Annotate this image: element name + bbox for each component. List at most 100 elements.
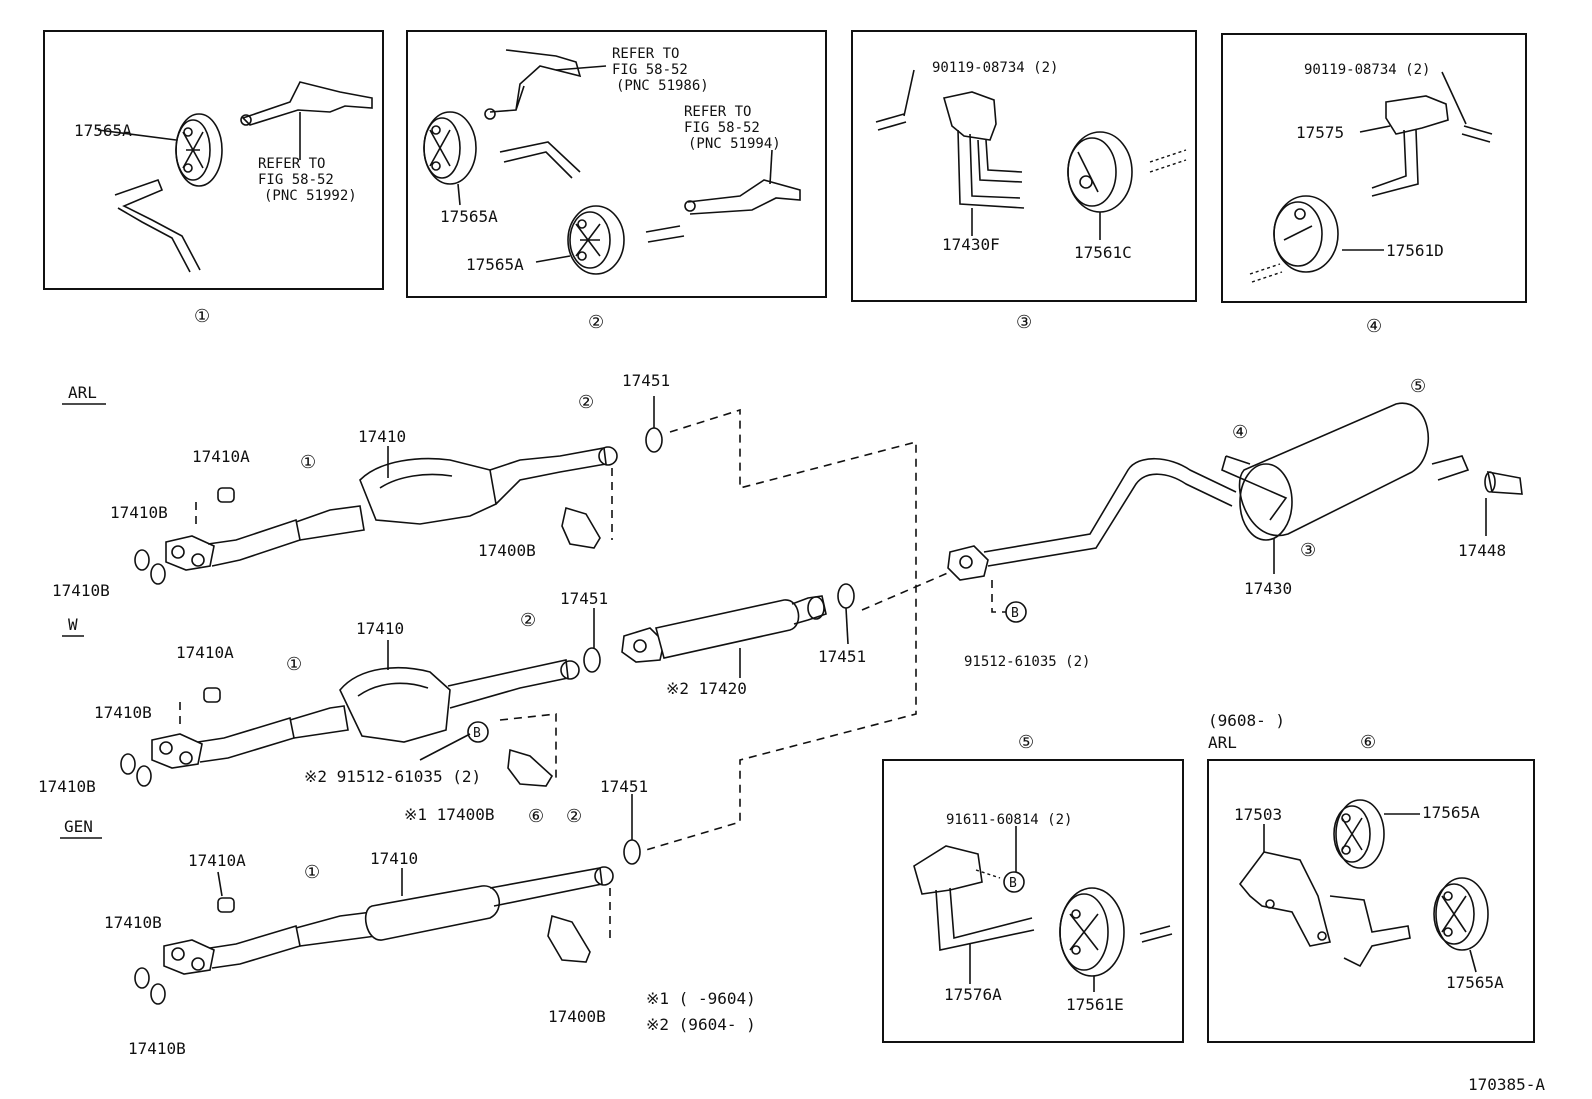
label-17561D: 17561D	[1386, 241, 1444, 260]
callout-4-tail: ④	[1232, 422, 1248, 443]
inset-6-model: ARL	[1208, 733, 1237, 752]
gasket-17410B-arl-b-icon	[150, 563, 166, 585]
gasket-17410B-gen-a-icon	[134, 967, 150, 989]
refer-b-line3: (PNC 51994)	[688, 136, 781, 152]
ring-17451-center-icon	[837, 583, 855, 609]
pin-icon	[1249, 263, 1283, 283]
label-17503: 17503	[1234, 805, 1282, 824]
label-17410A-w: 17410A	[176, 643, 234, 662]
inset-1-number: ①	[194, 306, 210, 327]
ring-17451-gen-icon	[623, 839, 641, 865]
cushion-17561C-icon	[1067, 131, 1133, 213]
label-17410B-arl-1: 17410B	[110, 503, 168, 522]
refer-line3: (PNC 51992)	[264, 188, 357, 204]
inset-2: REFER TO FIG 58-52 (PNC 51986) REFER TO …	[406, 30, 827, 333]
label-17448: 17448	[1458, 541, 1506, 560]
label-17451-center: 17451	[818, 647, 866, 666]
bracket-arm-icon	[1329, 895, 1411, 968]
tail-b-marker: B	[1011, 606, 1019, 621]
callout-2-gen: ②	[566, 806, 582, 827]
figure-id: 170385-A	[1468, 1075, 1545, 1094]
inset-3: 90119-08734 (2) 17430F 17561C ③	[851, 30, 1197, 333]
callout-1-w: ①	[286, 654, 302, 675]
label-17565A-upper: 17565A	[1422, 803, 1480, 822]
callout-1-gen: ①	[304, 862, 320, 883]
cushion-lower-icon	[567, 205, 625, 275]
label-17410B-arl-2: 17410B	[52, 581, 110, 600]
inset-1: 17565A REFER TO FIG 58-52 (PNC 51992) ①	[43, 30, 384, 327]
refer-line2: FIG 58-52	[258, 172, 334, 188]
label-bolt-tail: 91512-61035 (2)	[964, 654, 1090, 670]
note-1: ※1 ( -9604)	[646, 989, 756, 1008]
row-tag-arl: ARL	[68, 383, 97, 402]
footnotes: ※1 ( -9604) ※2 (9604- ) 170385-A	[646, 989, 1545, 1094]
bracket-17400B-w-icon	[507, 748, 554, 787]
tail-tip-17448-icon	[1484, 470, 1523, 495]
label-17430: 17430	[1244, 579, 1292, 598]
bolt-b-marker: B	[473, 726, 481, 741]
center-pipe: ※2 17420 17451	[621, 408, 951, 851]
label-17565A-lower: 17565A	[466, 255, 524, 274]
label-17400B-gen: 17400B	[548, 1007, 606, 1026]
inset-5-frame	[882, 759, 1184, 1043]
pin-icon	[1139, 925, 1173, 943]
row-arl: ARL 17410 17410A 17410B 17410B 17400B 17…	[52, 371, 670, 600]
refer-b-line1: REFER TO	[684, 104, 751, 120]
inset-5-b-marker: B	[1009, 876, 1017, 891]
gasket-17410A-arl-icon	[217, 487, 235, 503]
label-17565A: 17565A	[74, 121, 132, 140]
inset-1-frame	[43, 30, 384, 290]
inset-3-number: ③	[1016, 312, 1032, 333]
label-17561E: 17561E	[1066, 995, 1124, 1014]
bracket-17400B-gen-icon	[547, 914, 591, 963]
label-17451-gen: 17451	[600, 777, 648, 796]
inset-4-frame	[1221, 33, 1527, 303]
gasket-17410B-arl-a-icon	[134, 549, 150, 571]
refer-a-line3: (PNC 51986)	[616, 78, 709, 94]
label-17430F: 17430F	[942, 235, 1000, 254]
row-tag-w: W	[68, 615, 78, 634]
bolt-icon	[1461, 125, 1493, 143]
ring-17451-arl-icon	[645, 427, 663, 453]
cushion-17561D-icon	[1273, 195, 1339, 273]
bracket-17400B-arl-icon	[561, 506, 601, 549]
gasket-17410A-w-icon	[203, 687, 221, 703]
callout-5-tail: ⑤	[1410, 376, 1426, 397]
label-17410B-w-2: 17410B	[38, 777, 96, 796]
label-17410-w: 17410	[356, 619, 404, 638]
hanger-rod-lower-icon	[687, 179, 801, 215]
refer-b-line2: FIG 58-52	[684, 120, 760, 136]
cushion-17561E-icon	[1059, 887, 1125, 977]
gasket-17410A-gen-icon	[217, 897, 235, 913]
inset-6-frame	[1207, 759, 1535, 1043]
inset-2-number: ②	[588, 312, 604, 333]
cushion-17565A-lower-icon	[1433, 877, 1489, 951]
label-17420: ※2 17420	[666, 679, 747, 698]
connection-dashes	[645, 408, 917, 851]
label-bolt: 90119-08734 (2)	[1304, 62, 1430, 78]
inset-5-number: ⑤	[1018, 732, 1034, 753]
label-17576A: 17576A	[944, 985, 1002, 1004]
front-pipe-gen-icon	[163, 866, 614, 975]
label-17410A-arl: 17410A	[192, 447, 250, 466]
refer-line1: REFER TO	[258, 156, 325, 172]
hanger-bracket-icon	[913, 845, 983, 895]
callout-2-arl: ②	[578, 392, 594, 413]
pipe-stub-icon	[499, 141, 581, 179]
hanger-rods-icon	[1371, 129, 1419, 197]
callout-2-w: ②	[520, 610, 536, 631]
ring-17451-w-icon	[583, 647, 601, 673]
callout-6-w: ⑥	[528, 806, 544, 827]
bracket-17503-icon	[1238, 851, 1331, 947]
row-gen: GEN 17410 17410A 17410B 17410B 17400B 17…	[60, 777, 648, 1058]
label-17410B-w-1: 17410B	[94, 703, 152, 722]
refer-a-line2: FIG 58-52	[612, 62, 688, 78]
note-2: ※2 (9604- )	[646, 1015, 756, 1034]
label-17410-gen: 17410	[370, 849, 418, 868]
label-17400B-arl: 17400B	[478, 541, 536, 560]
callout-3-tail: ③	[1300, 540, 1316, 561]
inset-2-frame	[406, 30, 827, 298]
label-17410B-gen-1: 17410B	[104, 913, 162, 932]
label-bolt: 90119-08734 (2)	[932, 60, 1058, 76]
